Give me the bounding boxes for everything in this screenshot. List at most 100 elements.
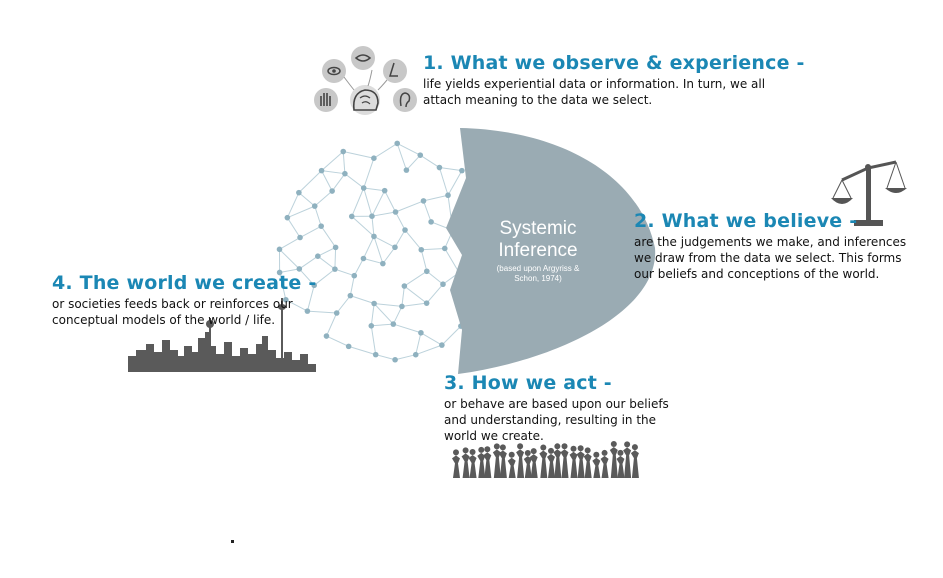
network-link (415, 344, 443, 356)
network-link (382, 246, 396, 264)
network-link (306, 285, 315, 312)
network-node (333, 310, 340, 316)
network-link (363, 187, 385, 192)
network-node (381, 187, 388, 194)
crowd-figure (539, 450, 548, 478)
network-node (436, 164, 443, 171)
network-node (311, 282, 317, 289)
crowd-figure-head (624, 441, 631, 448)
network-link (313, 268, 336, 286)
network-link (371, 323, 394, 327)
network-node (276, 269, 283, 276)
crowd-figure-head (484, 446, 491, 453)
network-node (440, 281, 446, 288)
network-link (370, 303, 375, 326)
network-link (420, 332, 443, 346)
network-node (318, 223, 324, 229)
network-node (412, 351, 419, 358)
network-node (347, 292, 354, 299)
step4-heading: 4. The world we create - (52, 272, 317, 294)
crowd-figure (516, 449, 525, 478)
step1-desc-line2: attach meaning to the data we select. (423, 93, 653, 107)
network-link (371, 211, 396, 217)
network-link (362, 236, 375, 259)
network-link (393, 323, 422, 334)
crowd-figure-head (478, 446, 485, 453)
inference-shape (446, 128, 656, 374)
center-title-line1: Systemic (499, 218, 577, 239)
network-link (307, 310, 337, 314)
network-node (371, 233, 377, 240)
senses-head-icon (314, 46, 417, 115)
step3-heading: 3. How we act - (444, 372, 612, 394)
network-link (344, 173, 365, 189)
network-link (426, 283, 444, 304)
crowd-figure-head (462, 447, 469, 454)
network-node (315, 253, 321, 260)
network-link (279, 248, 300, 270)
network-node (403, 167, 410, 173)
network-node (402, 227, 408, 233)
network-node (423, 300, 430, 306)
network-link (439, 167, 462, 172)
crowd-figure-head (617, 449, 624, 456)
network-link (423, 200, 432, 223)
network-link (279, 272, 287, 300)
network-link (320, 225, 337, 248)
crowd-figure (569, 451, 578, 478)
network-node (342, 170, 348, 177)
step3-desc-line1: or behave are based upon our beliefs (444, 397, 669, 411)
network-link (286, 217, 301, 238)
network-link (426, 270, 444, 285)
network-link (401, 285, 405, 307)
step2-heading: 2. What we believe - (634, 210, 858, 232)
network-node (428, 219, 434, 225)
network-link (444, 248, 460, 273)
center-source-line1: (based upon Argyriss & (496, 264, 580, 273)
network-node (360, 255, 367, 262)
network-link (370, 325, 377, 355)
center-title-line2: Inference (498, 240, 578, 261)
network-link (373, 142, 398, 159)
network-node (390, 321, 397, 327)
network-link (371, 216, 375, 237)
network-node (417, 152, 424, 158)
network-node (418, 246, 425, 253)
network-link (419, 154, 440, 168)
crowd-figure-head (508, 451, 515, 458)
crowd-figure-head (554, 443, 561, 450)
network-mesh (276, 140, 465, 363)
network-link (321, 151, 344, 172)
crowd-figure (468, 454, 477, 478)
network-link (334, 247, 337, 270)
network-node (329, 188, 335, 194)
network-node (380, 260, 386, 267)
network-node (369, 213, 375, 219)
crowd-figure (461, 453, 470, 478)
network-node (445, 192, 451, 199)
network-link (438, 167, 449, 196)
network-link (336, 295, 351, 314)
network-link (373, 235, 396, 248)
crowd-silhouette-icon (451, 441, 639, 478)
network-link (394, 229, 406, 248)
network-link (421, 247, 445, 251)
crowd-figure (498, 450, 507, 478)
network-link (406, 154, 421, 171)
step1-heading: 1. What we observe & experience - (423, 52, 805, 74)
crowd-figure-head (524, 450, 531, 457)
crowd-figure (492, 449, 501, 478)
network-node (345, 343, 352, 350)
network-link (314, 190, 333, 207)
network-link (334, 268, 355, 277)
crowd-figure-head (631, 444, 638, 451)
network-node (276, 246, 283, 253)
crowd-figure (583, 453, 592, 478)
network-link (363, 187, 373, 217)
network-link (299, 255, 319, 270)
network-link (286, 192, 300, 218)
crowd-figure-head (577, 445, 584, 452)
network-link (298, 268, 315, 286)
network-node (424, 268, 430, 275)
network-link (351, 187, 365, 217)
